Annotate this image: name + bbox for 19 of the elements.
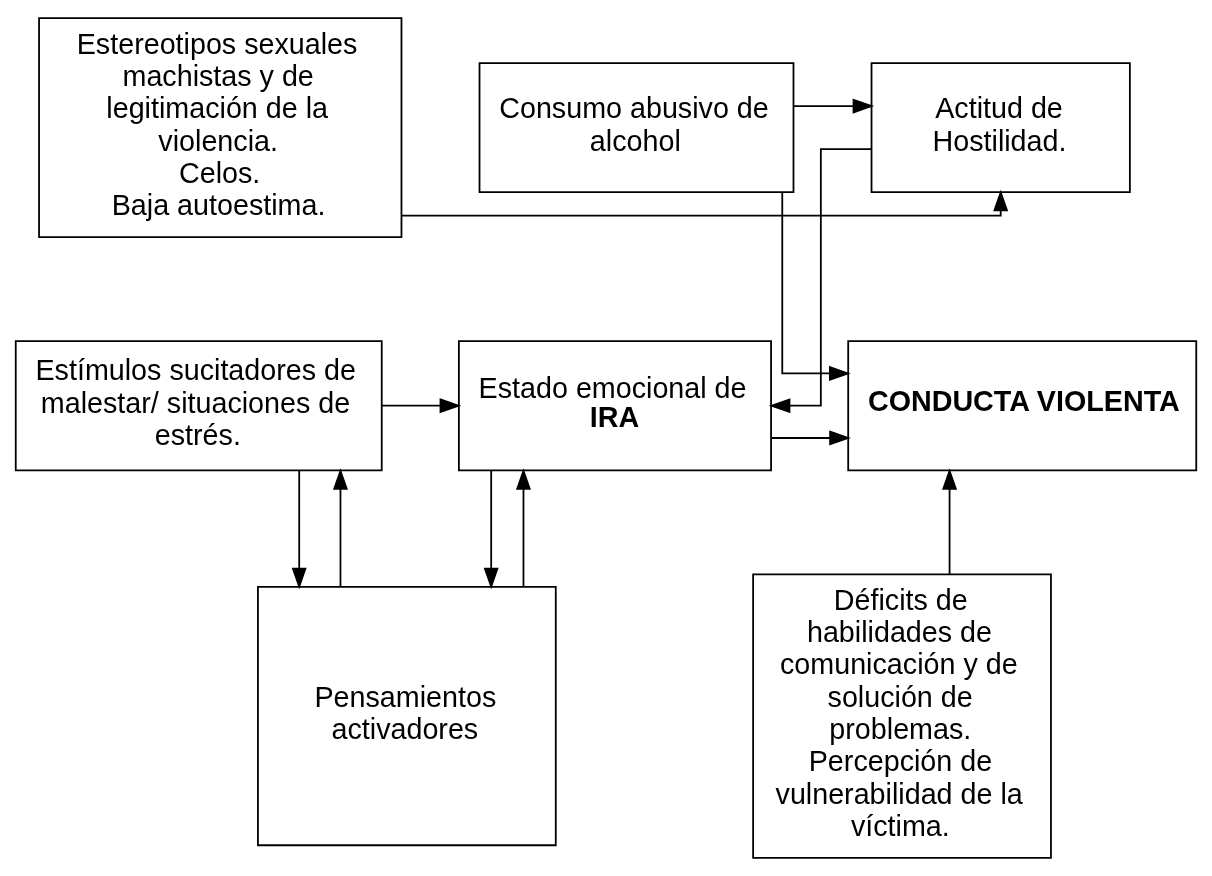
node-box: Estereotipos sexuales machistas y de legitimación de la violencia. Celos. Baja autoestima. xyxy=(38,17,403,238)
node-box: Estado emocional de IRA xyxy=(458,340,772,472)
arrow xyxy=(770,430,851,446)
arrow xyxy=(483,469,499,590)
arrow xyxy=(332,468,348,588)
arrow xyxy=(291,469,307,590)
arrow xyxy=(768,148,873,414)
arrow xyxy=(515,468,531,588)
arrow xyxy=(792,98,875,114)
node-box: Actitud de Hostilidad. xyxy=(870,62,1131,194)
arrow xyxy=(381,398,462,414)
node-box: Déficits de habilidades de comunicación y de solución de problemas. Percepción de vulnerabilidad de la víctima. xyxy=(752,573,1052,859)
arrow xyxy=(942,468,958,575)
arrow xyxy=(400,189,1009,217)
node-box: CONDUCTA VIOLENTA xyxy=(847,340,1198,472)
node-box: Estímulos sucitadores de malestar/ situaciones de estrés. xyxy=(14,340,383,472)
node-box: Consumo abusivo de alcohol xyxy=(478,62,795,194)
arrow xyxy=(781,191,851,381)
node-box: Pensamientos activadores xyxy=(257,586,557,847)
